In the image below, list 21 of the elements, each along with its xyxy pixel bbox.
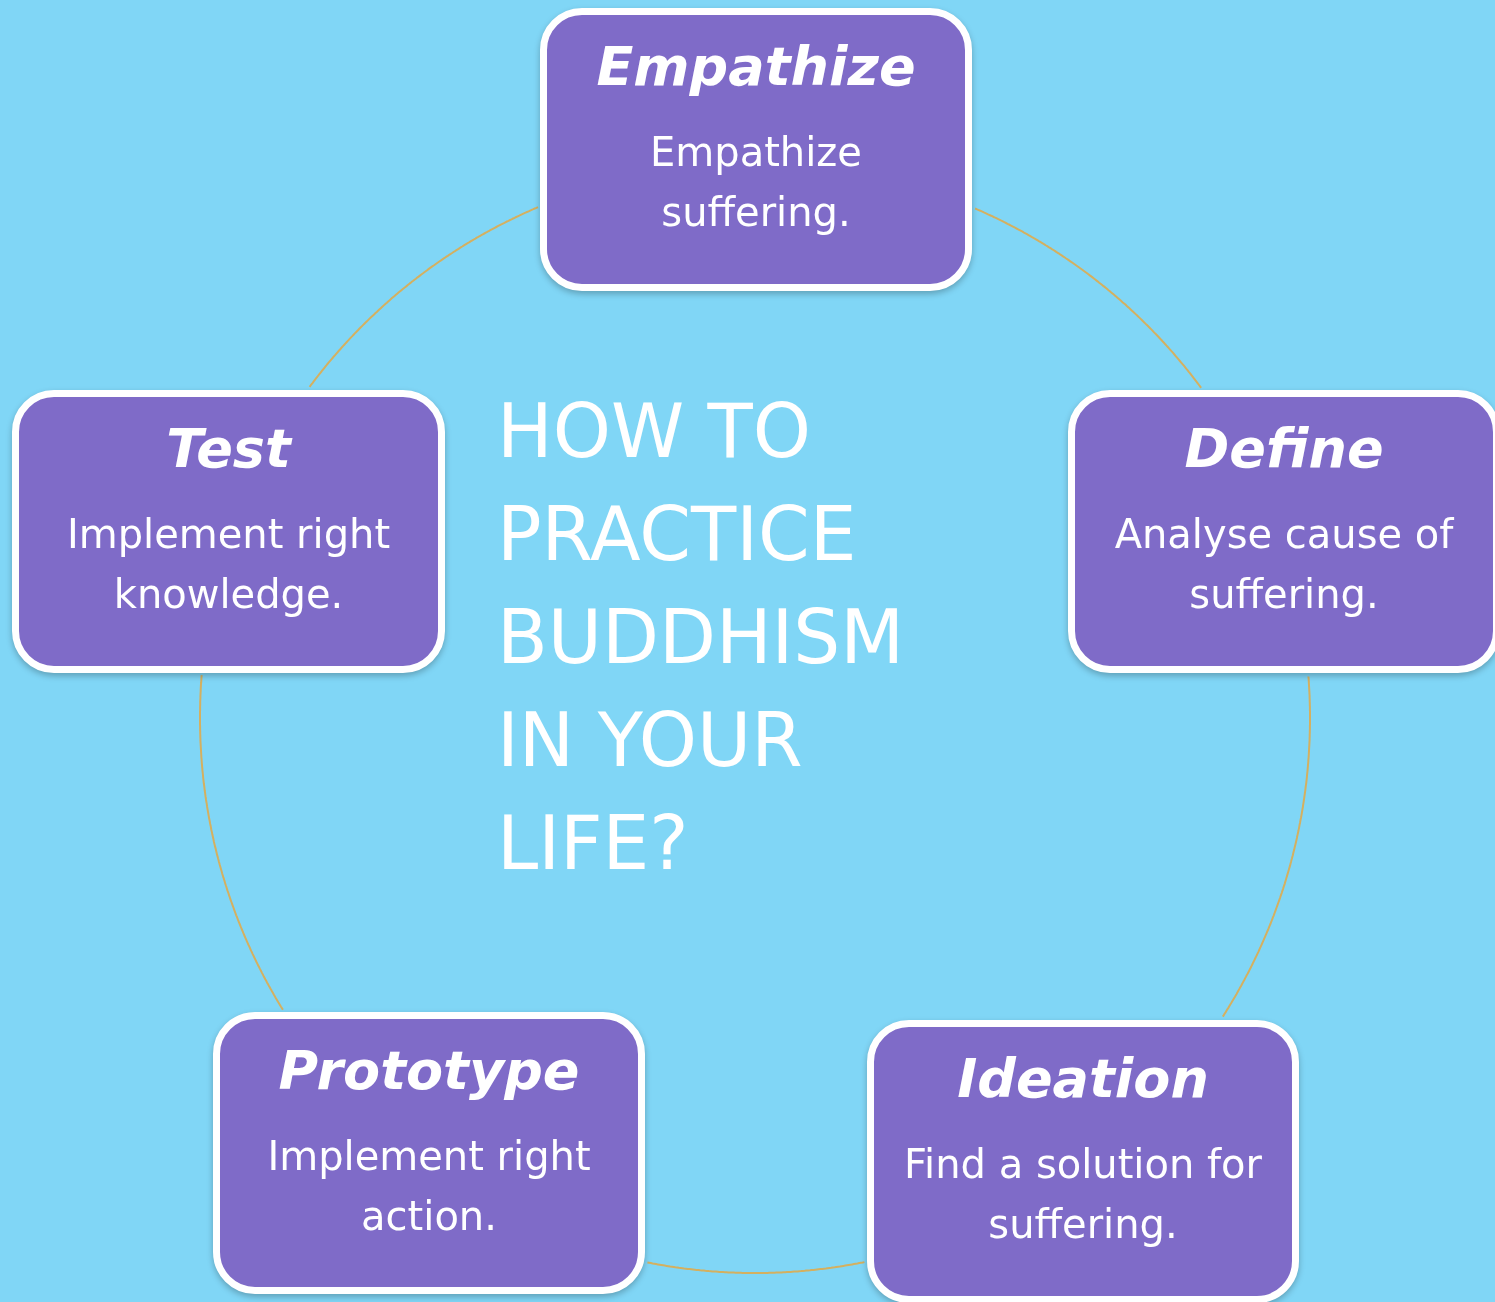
- connector-arc: [1221, 675, 1311, 1018]
- title: HOW TO PRACTICE BUDDHISM IN YOUR LIFE?: [497, 387, 906, 888]
- stage-box: [12, 390, 445, 673]
- stage-heading: Define: [1184, 419, 1384, 479]
- stage-description: Find a solution for suffering.: [903, 1140, 1263, 1250]
- stage-heading: Test: [166, 419, 291, 479]
- stage-heading: Empathize: [596, 37, 916, 97]
- stage-box: [867, 1020, 1299, 1302]
- stage-box: [213, 1012, 645, 1294]
- stage-heading: Prototype: [278, 1041, 580, 1101]
- connector-arc: [308, 206, 539, 388]
- stage-description: Implement right knowledge.: [65, 510, 392, 620]
- connector-arc: [199, 674, 284, 1011]
- stage-box: [1068, 390, 1495, 673]
- connector-arc: [646, 1261, 866, 1274]
- connector-arc: [974, 207, 1203, 389]
- stage-description: Implement right action.: [266, 1132, 592, 1242]
- stage-heading: Ideation: [957, 1049, 1209, 1109]
- stage-box: [540, 8, 972, 291]
- stage-description: Empathize suffering.: [649, 128, 863, 238]
- stage-description: Analyse cause of suffering.: [1113, 510, 1455, 620]
